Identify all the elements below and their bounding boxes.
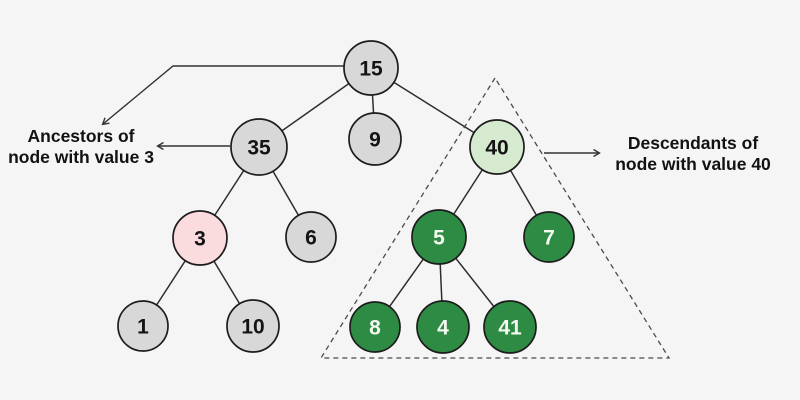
tree-nodes-layer: 15 35 9 40 3 6 1 10 5 7 8 4 41 [117,40,575,354]
tree-node-circle-9 [348,112,402,166]
tree-node-40: 40 [469,119,525,175]
tree-node-circle-8 [349,301,401,353]
tree-node-circle-5 [411,209,467,265]
descendants-label-line1: Descendants of [627,133,759,153]
ancestors-arrow-polyline [103,65,344,124]
tree-node-6: 6 [285,211,337,263]
tree-node-1: 1 [117,300,169,352]
tree-node-label-6: 6 [305,227,317,250]
tree-node-circle-1 [117,300,169,352]
tree-node-label-8: 8 [369,317,381,340]
tree-node-label-5: 5 [433,227,445,250]
tree-node-label-9: 9 [369,129,381,152]
tree-node-41: 41 [483,300,537,354]
tree-node-5: 5 [411,209,467,265]
ancestors-label-line2: node with value 3 [8,147,154,167]
tree-node-circle-15 [343,40,399,96]
tree-node-circle-40 [469,119,525,175]
tree-node-label-3: 3 [194,228,206,251]
descendants-label-line2: node with value 40 [615,154,771,174]
tree-node-label-10: 10 [241,316,264,339]
tree-node-label-40: 40 [485,137,508,160]
tree-node-circle-3 [172,210,228,266]
annotation-arrows-layer [103,65,599,153]
tree-node-circle-10 [226,299,280,353]
tree-node-10: 10 [226,299,280,353]
tree-node-4: 4 [416,300,470,354]
descendants-label: Descendants of node with value 40 [595,133,791,175]
tree-node-label-4: 4 [437,317,449,340]
tree-node-3: 3 [172,210,228,266]
tree-node-circle-41 [483,300,537,354]
tree-node-15: 15 [343,40,399,96]
tree-node-circle-7 [523,211,575,263]
ancestors-label: Ancestors of node with value 3 [0,126,162,168]
tree-node-7: 7 [523,211,575,263]
tree-node-9: 9 [348,112,402,166]
tree-node-circle-6 [285,211,337,263]
tree-node-circle-4 [416,300,470,354]
tree-node-label-35: 35 [247,137,271,160]
tree-node-label-7: 7 [543,227,555,250]
descendants-triangle-layer [319,76,671,359]
tree-edges-layer [142,67,550,328]
ancestors-label-line1: Ancestors of [27,126,135,146]
tree-node-8: 8 [349,301,401,353]
tree-node-label-15: 15 [359,58,383,81]
tree-node-35: 35 [230,118,288,176]
descendants-triangle-outline [319,76,671,359]
tree-node-circle-35 [230,118,288,176]
tree-node-label-41: 41 [498,317,522,340]
tree-node-label-1: 1 [137,316,149,339]
